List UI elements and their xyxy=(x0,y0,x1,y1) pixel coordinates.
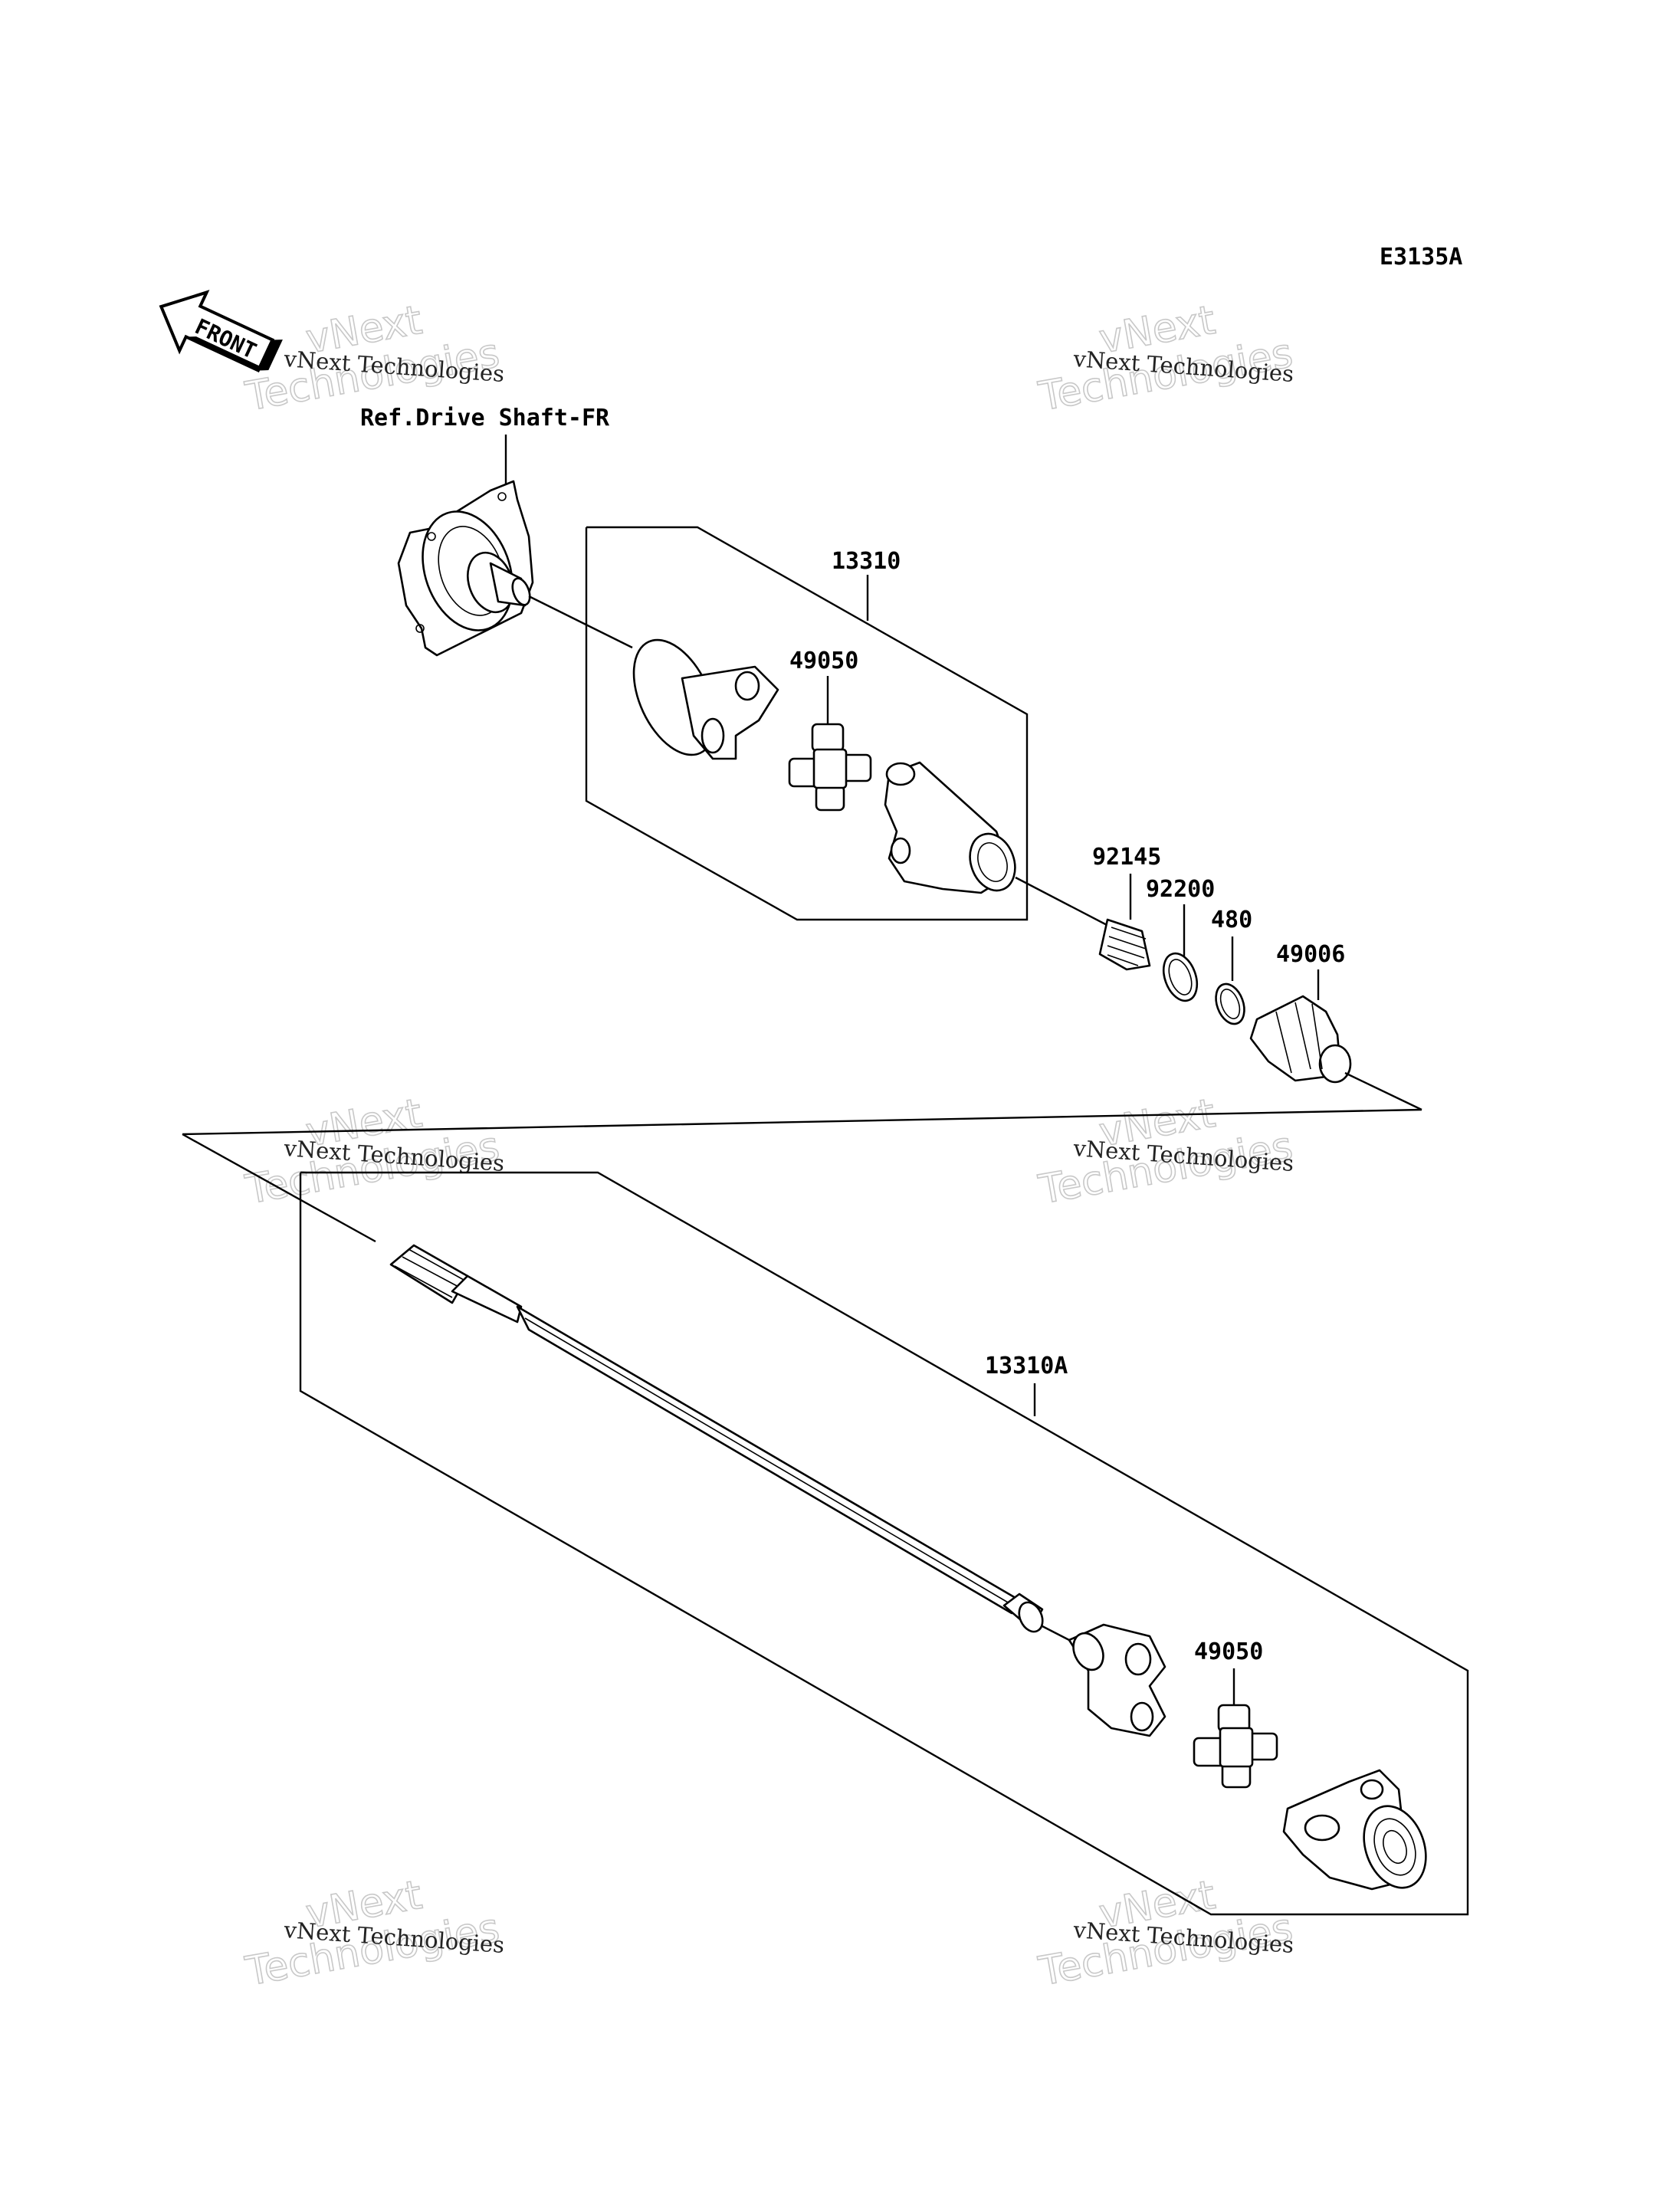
part-label-480: 480 xyxy=(1211,907,1252,933)
circlip-480 xyxy=(1215,982,1245,1025)
watermark-large: vNext Technologies xyxy=(241,1090,504,1214)
part-label-49050-top: 49050 xyxy=(789,648,858,674)
spring-92145 xyxy=(1098,918,1151,971)
part-label-13310A: 13310A xyxy=(985,1353,1068,1379)
dust-boot-49006 xyxy=(1249,995,1352,1084)
part-label-49050-bottom: 49050 xyxy=(1194,1638,1263,1665)
front-flange-housing xyxy=(397,480,534,657)
part-label-92145: 92145 xyxy=(1092,844,1161,871)
shaft-axis-line xyxy=(528,595,633,649)
shaft-yoke-bottom xyxy=(1068,1623,1166,1737)
ref-drive-shaft-label: Ref.Drive Shaft-FR xyxy=(360,405,610,431)
diagram-code: E3135A xyxy=(1380,244,1462,271)
part-label-13310: 13310 xyxy=(832,548,901,575)
long-drive-shaft xyxy=(389,1244,1044,1633)
shaft-axis-line xyxy=(1015,876,1112,929)
splined-yoke xyxy=(884,761,1016,894)
part-label-49006: 49006 xyxy=(1276,941,1345,968)
flange-yoke xyxy=(632,638,779,760)
universal-joint-cross-top xyxy=(788,723,872,812)
shaft-axis-line xyxy=(1042,1625,1070,1642)
divider-line xyxy=(182,1108,1422,1136)
flange-yoke-bottom xyxy=(1282,1769,1427,1891)
shaft-axis-line xyxy=(182,1133,376,1243)
part-label-92200: 92200 xyxy=(1146,876,1215,903)
divider-line xyxy=(1344,1071,1422,1111)
universal-joint-cross-bottom xyxy=(1193,1704,1278,1789)
ring-92200 xyxy=(1162,952,1199,1002)
bracket-13310A xyxy=(299,1171,1469,1916)
bracket-13310 xyxy=(585,526,1029,921)
